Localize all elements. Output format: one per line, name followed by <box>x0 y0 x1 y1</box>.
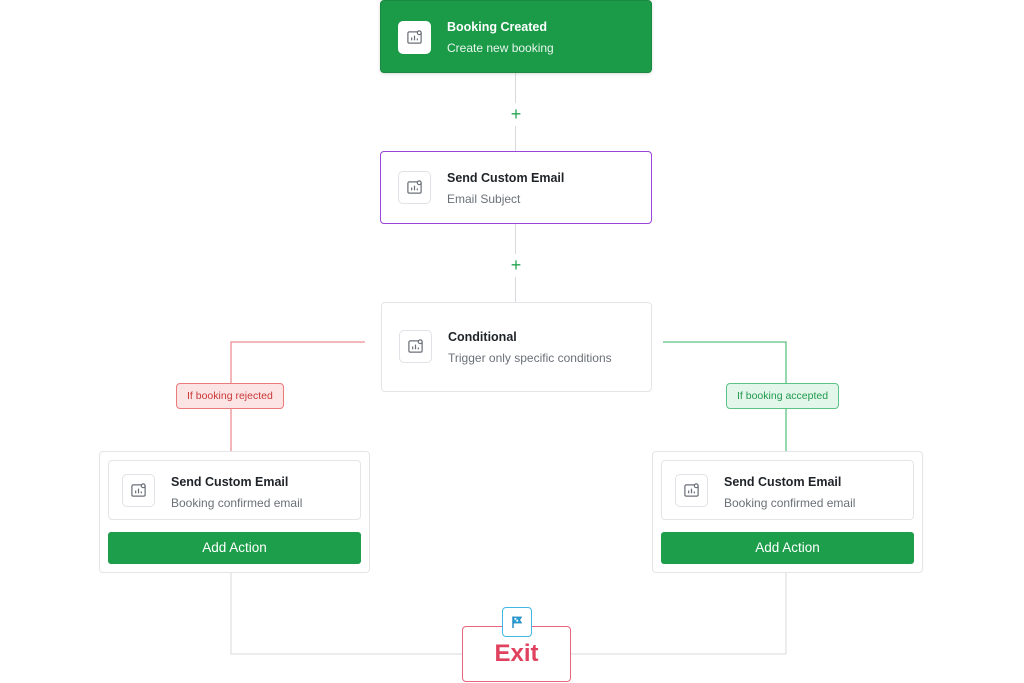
node-subtitle: Create new booking <box>447 41 554 55</box>
branch-panel-accepted: Send Custom Email Booking confirmed emai… <box>652 451 923 573</box>
branch-accepted-line <box>663 341 787 383</box>
add-step-plus-button[interactable]: + <box>510 104 522 124</box>
chart-icon <box>398 21 431 54</box>
merge-right-line <box>571 573 787 655</box>
branch-label-rejected[interactable]: If booking rejected <box>176 383 284 409</box>
flag-icon <box>502 607 532 637</box>
action-node-send-custom-email[interactable]: Send Custom Email Booking confirmed emai… <box>661 460 914 520</box>
node-subtitle: Email Subject <box>447 192 521 206</box>
chart-icon <box>675 474 708 507</box>
branch-label-accepted[interactable]: If booking accepted <box>726 383 840 409</box>
node-title: Send Custom Email <box>724 475 842 489</box>
node-title: Send Custom Email <box>447 171 565 185</box>
node-title: Conditional <box>448 330 517 344</box>
step-node-send-custom-email[interactable]: Send Custom Email Email Subject <box>380 151 652 224</box>
node-subtitle: Booking confirmed email <box>724 496 856 510</box>
step-node-conditional[interactable]: Conditional Trigger only specific condit… <box>381 302 652 392</box>
add-action-button[interactable]: Add Action <box>661 532 914 564</box>
chart-icon <box>122 474 155 507</box>
branch-panel-rejected: Send Custom Email Booking confirmed emai… <box>99 451 370 573</box>
action-node-send-custom-email[interactable]: Send Custom Email Booking confirmed emai… <box>108 460 361 520</box>
trigger-node-booking-created[interactable]: Booking Created Create new booking <box>380 0 652 73</box>
add-action-button[interactable]: Add Action <box>108 532 361 564</box>
branch-rejected-line <box>230 341 365 383</box>
node-subtitle: Booking confirmed email <box>171 496 303 510</box>
merge-left-line <box>230 573 462 655</box>
chart-icon <box>399 330 432 363</box>
node-title: Booking Created <box>447 20 548 34</box>
add-step-plus-button[interactable]: + <box>510 255 522 275</box>
node-subtitle: Trigger only specific conditions <box>448 351 612 365</box>
chart-icon <box>398 171 431 204</box>
exit-label: Exit <box>494 640 539 667</box>
node-title: Send Custom Email <box>171 475 289 489</box>
